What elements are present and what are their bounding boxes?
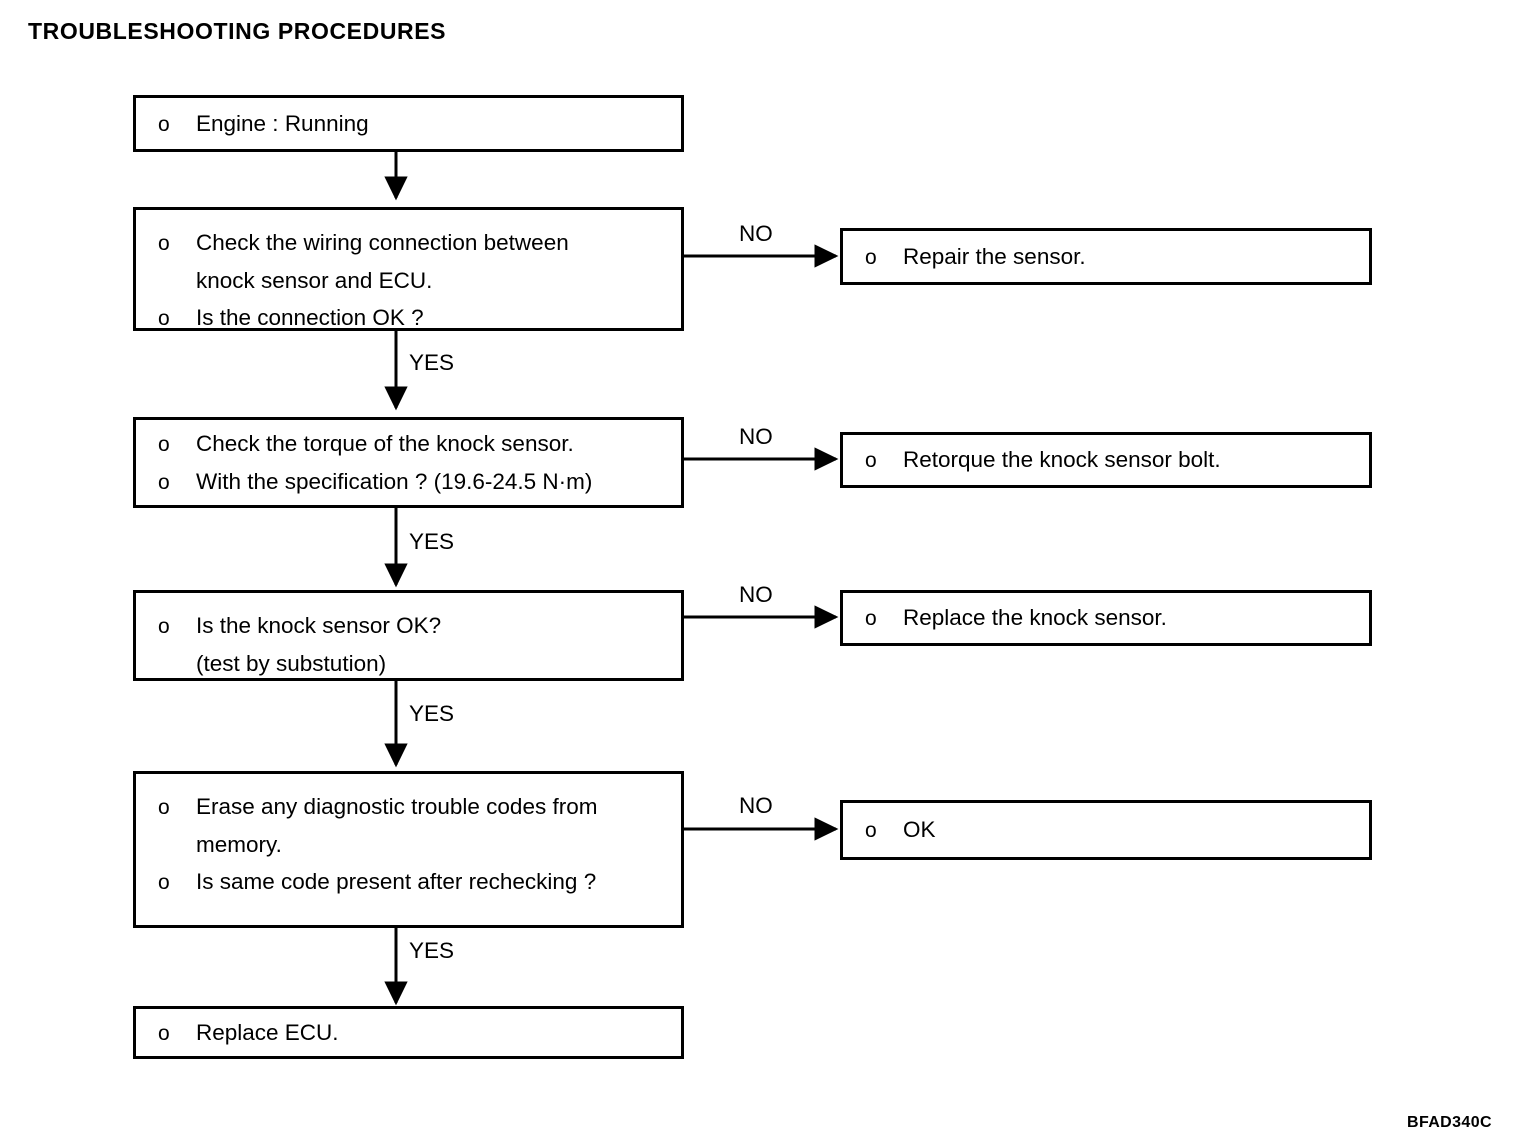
step-line: o Check the wiring connection between	[158, 224, 673, 262]
step-line: o Is same code present after rechecking …	[158, 863, 673, 901]
outcome-box-retorque-bolt[interactable]: o Retorque the knock sensor bolt.	[840, 432, 1372, 488]
bullet-glyph: o	[158, 871, 170, 894]
bullet-glyph: o	[865, 819, 877, 842]
outcome-text: Replace the knock sensor.	[903, 605, 1167, 630]
edge-label-no-3: NO	[739, 582, 773, 607]
step-line: knock sensor and ECU.	[158, 262, 673, 299]
step-line: o With the specification ? (19.6-24.5 N·…	[158, 463, 673, 501]
bullet-glyph: o	[158, 615, 170, 638]
step-line: o Is the knock sensor OK?	[158, 607, 673, 645]
figure-code: BFAD340C	[1406, 1114, 1492, 1131]
outcome-text: Repair the sensor.	[903, 243, 1086, 269]
step-text: Is same code present after rechecking ?	[196, 869, 597, 894]
step-text: (test by substution)	[196, 651, 387, 676]
edge-label-no-1: NO	[739, 221, 773, 246]
edge-label-yes-3: YES	[409, 701, 455, 726]
step-text: Is the knock sensor OK?	[196, 613, 442, 638]
step-line: o Engine : Running	[158, 105, 673, 143]
step-box-erase-codes[interactable]: o Erase any diagnostic trouble codes fro…	[133, 771, 684, 928]
outcome-text: Retorque the knock sensor bolt.	[903, 447, 1221, 472]
step-text: Is the connection OK ?	[196, 305, 424, 330]
outcome-box-replace-sensor[interactable]: o Replace the knock sensor.	[840, 590, 1372, 646]
edge-label-yes-4: YES	[409, 938, 455, 963]
step-text: Engine : Running	[196, 110, 369, 136]
step-box-check-wiring[interactable]: o Check the wiring connection between kn…	[133, 207, 684, 331]
step-line: (test by substution)	[158, 645, 673, 682]
outcome-line: o Replace the knock sensor.	[865, 599, 1361, 637]
bullet-glyph: o	[158, 232, 170, 255]
bullet-glyph: o	[158, 796, 170, 819]
step-text: Check the torque of the knock sensor.	[196, 430, 574, 456]
bullet-glyph: o	[158, 112, 170, 136]
outcome-line: o Repair the sensor.	[865, 238, 1361, 276]
outcome-text: OK	[903, 817, 936, 842]
edge-label-yes-1: YES	[409, 350, 455, 375]
edge-label-no-4: NO	[739, 793, 773, 818]
bullet-glyph: o	[158, 1021, 170, 1045]
outcome-box-repair-sensor[interactable]: o Repair the sensor.	[840, 228, 1372, 285]
bullet-glyph: o	[865, 449, 877, 472]
step-text: knock sensor and ECU.	[196, 268, 433, 293]
bullet-glyph: o	[158, 432, 170, 456]
outcome-line: o Retorque the knock sensor bolt.	[865, 441, 1361, 479]
step-line: o Replace ECU.	[158, 1014, 673, 1052]
step-text: Replace ECU.	[196, 1019, 339, 1045]
step-text: Erase any diagnostic trouble codes from	[196, 794, 598, 819]
bullet-glyph: o	[865, 245, 877, 269]
step-text: With the specification ? (19.6-24.5 N·m)	[196, 468, 593, 494]
step-box-sensor-ok[interactable]: o Is the knock sensor OK? (test by subst…	[133, 590, 684, 681]
edge-label-no-2: NO	[739, 424, 773, 449]
edge-label-yes-2: YES	[409, 529, 455, 554]
bullet-glyph: o	[158, 470, 170, 494]
step-box-engine-running[interactable]: o Engine : Running	[133, 95, 684, 152]
outcome-line: o OK	[865, 811, 1361, 849]
bullet-glyph: o	[158, 307, 170, 330]
page-title: TROUBLESHOOTING PROCEDURES	[28, 18, 447, 44]
step-line: o Erase any diagnostic trouble codes fro…	[158, 788, 673, 826]
step-box-replace-ecu[interactable]: o Replace ECU.	[133, 1006, 684, 1059]
step-box-check-torque[interactable]: o Check the torque of the knock sensor. …	[133, 417, 684, 508]
step-text: Check the wiring connection between	[196, 230, 569, 255]
bullet-glyph: o	[865, 607, 877, 630]
step-line: o Check the torque of the knock sensor.	[158, 425, 673, 463]
outcome-box-ok[interactable]: o OK	[840, 800, 1372, 860]
step-line: memory.	[158, 826, 673, 863]
step-text: memory.	[196, 832, 282, 857]
step-line: o Is the connection OK ?	[158, 299, 673, 337]
